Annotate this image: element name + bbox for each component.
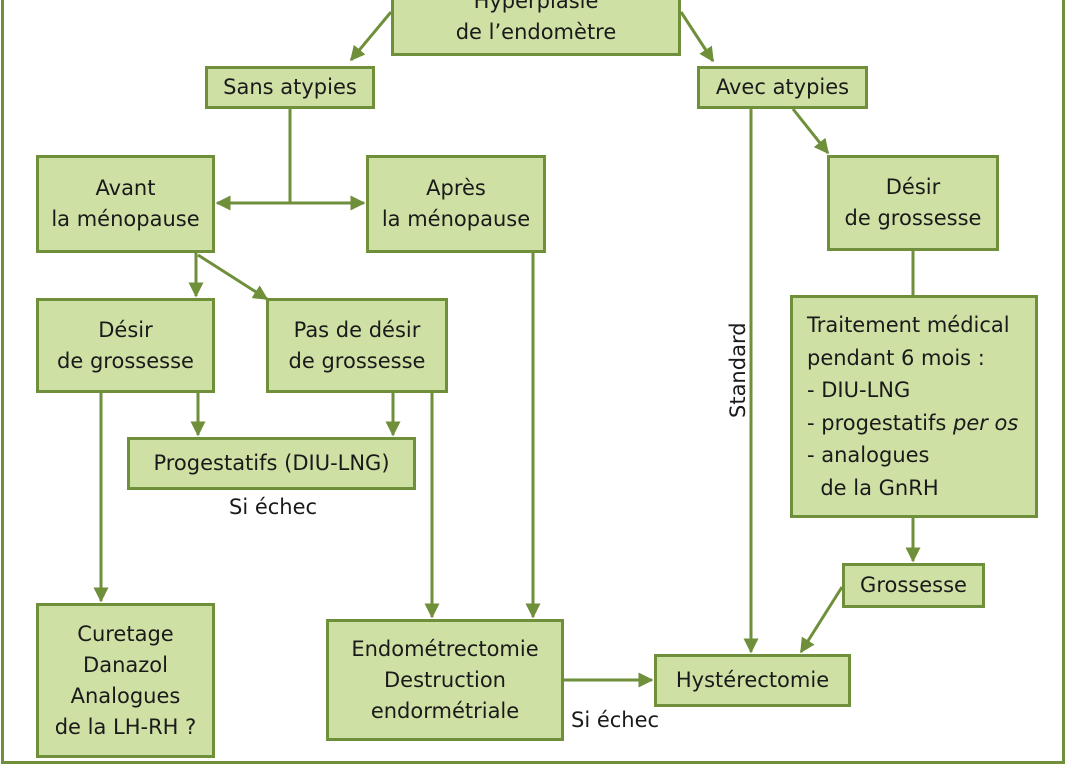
node-text-line: de la GnRH — [807, 475, 939, 500]
node-hysterectomie: Hystérectomie — [654, 654, 851, 707]
node-text-line: de la LH-RH ? — [54, 714, 197, 739]
node-text-line: Avant — [95, 176, 156, 200]
node-text-line: Pas de désir — [293, 317, 421, 342]
node-text-line: - progestatifs per os — [807, 410, 1019, 435]
node-text-line: la ménopause — [381, 207, 531, 231]
node-traitement-medical: Traitement médical pendant 6 mois : - DIU-… — [790, 295, 1038, 518]
node-text-line: Analogues — [70, 683, 181, 708]
node-apres-menopause: Après la ménopause — [366, 155, 546, 253]
node-text-line: Avec atypies — [715, 75, 850, 99]
node-text-line: Hystérectomie — [675, 668, 830, 692]
node-text-line: Danazol — [83, 652, 168, 677]
node-text-line: la ménopause — [51, 207, 200, 231]
edge-grossesse-to-hysterectomie — [799, 586, 844, 654]
node-text-line: de grossesse — [57, 348, 194, 373]
label-si-echec-endometrectomie: Si échec — [571, 708, 660, 732]
edge-root-to-avec-atypies — [679, 11, 715, 63]
node-text-line: - DIU-LNG — [807, 378, 911, 402]
label-si-echec-progestatifs: Si échec — [229, 495, 318, 519]
node-text-line: Désir — [98, 317, 153, 342]
node-text-line: de grossesse — [844, 206, 982, 230]
node-text-line: Destruction — [384, 667, 506, 692]
node-text-italic: per os — [952, 410, 1019, 435]
node-text-line: - analogues — [807, 443, 930, 467]
node-sans-atypies: Sans atypies — [205, 66, 375, 109]
node-desir-grossesse-right: Désir de grossesse — [827, 155, 999, 251]
node-grossesse: Grossesse — [842, 563, 985, 608]
node-pas-de-desir: Pas de désir de grossesse — [266, 298, 448, 393]
node-text-line: Sans atypies — [223, 75, 357, 99]
edge-avec-to-desir-right — [791, 108, 830, 155]
edge-avant-to-pas-desir — [197, 253, 269, 301]
node-text-line: Traitement médical — [807, 313, 1010, 337]
node-text-line: Endométrectomie — [351, 636, 539, 661]
node-avant-menopause: Avant la ménopause — [36, 155, 215, 253]
node-text-line: Curetage — [77, 621, 174, 646]
node-desir-grossesse-left: Désir de grossesse — [36, 298, 215, 393]
node-text-line: pendant 6 mois : — [807, 345, 985, 370]
node-text-line: de l’endomètre — [455, 20, 617, 44]
node-text-line: endormétriale — [370, 698, 520, 723]
node-text-line: Progestatifs (DIU-LNG) — [153, 451, 390, 475]
node-progestatifs: Progestatifs (DIU-LNG) — [127, 437, 416, 490]
node-text-line: de grossesse — [288, 348, 426, 373]
label-standard: Standard — [726, 322, 750, 418]
edge-root-to-sans-atypies — [349, 11, 393, 62]
node-text-line: Après — [426, 176, 486, 200]
node-hyperplasie: Hyperplasie de l’endomètre — [391, 0, 681, 56]
node-avec-atypies: Avec atypies — [697, 66, 868, 109]
node-text-line: Grossesse — [860, 573, 967, 597]
node-text-line: Hyperplasie — [473, 0, 599, 13]
node-text-line: Désir — [885, 175, 941, 199]
